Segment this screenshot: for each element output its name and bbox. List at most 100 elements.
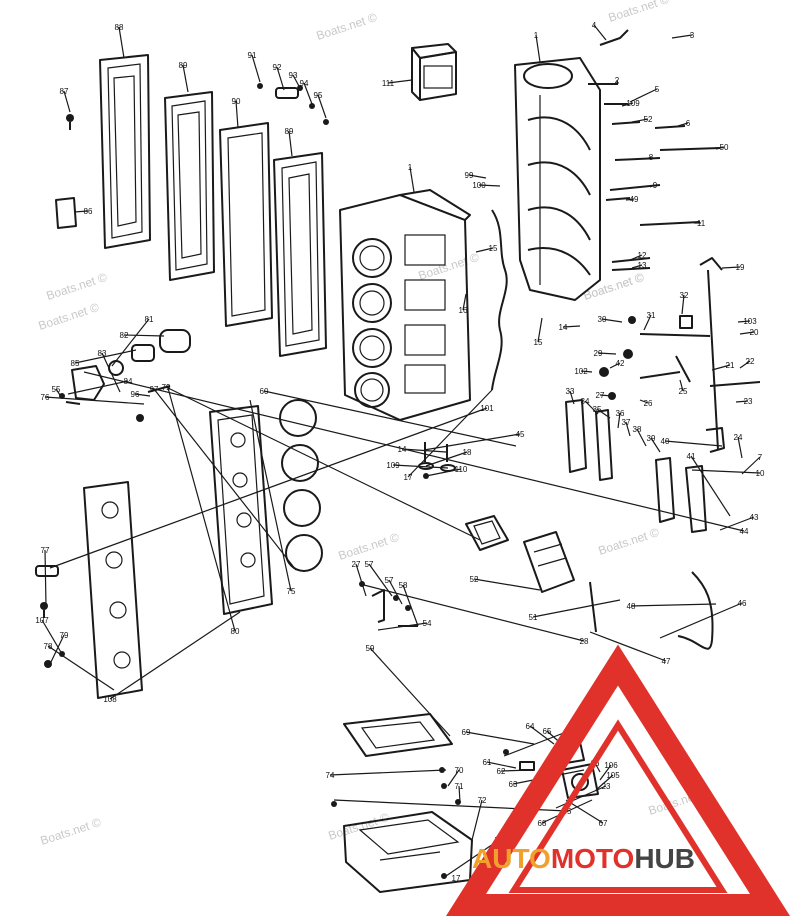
leader-line xyxy=(74,349,137,364)
leader-line xyxy=(580,370,593,373)
leader-line xyxy=(165,386,481,541)
leader-line xyxy=(462,293,467,311)
leader-line xyxy=(735,400,749,403)
leader-line xyxy=(387,79,413,84)
callout-label: 8 xyxy=(649,153,654,162)
leader-line xyxy=(401,448,447,453)
gasket-69 xyxy=(343,713,453,757)
leader-line xyxy=(109,611,241,700)
leader-line xyxy=(55,388,63,399)
leader-line xyxy=(500,769,533,772)
leader-line xyxy=(73,210,89,213)
callout-label: 9 xyxy=(653,181,658,190)
leader-line xyxy=(423,433,521,451)
leader-line xyxy=(49,407,488,569)
callout-label: 40 xyxy=(661,437,670,446)
leader-line xyxy=(630,603,717,607)
callout-label: 21 xyxy=(726,361,735,370)
leader-line xyxy=(468,174,487,179)
leader-line xyxy=(359,583,585,642)
leader-line xyxy=(63,90,71,113)
callout-label: 103 xyxy=(743,317,757,326)
leader-line xyxy=(609,362,621,369)
callout-label: 27 xyxy=(352,560,361,569)
leader-line xyxy=(645,156,652,160)
callout-label: 58 xyxy=(399,581,408,590)
gasket-88 xyxy=(99,54,151,249)
callout-label: 33 xyxy=(566,387,575,396)
callout-label: 65 xyxy=(543,727,552,736)
watermark: Boats.net © xyxy=(337,530,401,563)
callout-label: 25 xyxy=(679,387,688,396)
gasket-89-lower xyxy=(273,152,327,357)
callout-label: 2 xyxy=(615,76,620,85)
cover-plate-108 xyxy=(83,481,143,699)
leader-line xyxy=(471,799,483,841)
leader-line xyxy=(153,388,297,571)
callout-label: 111 xyxy=(382,79,395,88)
callout-label: 62 xyxy=(497,767,506,776)
watermark: Boats.net © xyxy=(607,0,671,25)
leader-line xyxy=(631,264,643,269)
wire-101 xyxy=(491,209,508,391)
watermark: Boats.net © xyxy=(597,525,661,558)
leader-line xyxy=(263,390,517,447)
callout-label: 106 xyxy=(604,761,618,770)
leader-line xyxy=(425,451,468,467)
leader-line xyxy=(475,247,494,253)
callout-label: 3 xyxy=(690,31,695,40)
callout-label: 57 xyxy=(365,560,374,569)
callout-label: 75 xyxy=(287,587,296,596)
leader-line xyxy=(329,769,447,776)
watermark: Boats.net © xyxy=(45,270,109,303)
callout-label: 64 xyxy=(526,722,535,731)
callout-label: 107 xyxy=(35,616,49,625)
screw-87 xyxy=(66,114,74,130)
leader-line xyxy=(631,118,649,123)
callout-label: 18 xyxy=(463,448,472,457)
callout-label: 96 xyxy=(131,390,140,399)
callout-label: 79 xyxy=(60,631,69,640)
leader-line xyxy=(599,764,612,781)
callout-label: 50 xyxy=(720,143,729,152)
leader-line xyxy=(664,440,723,447)
callout-label: 57 xyxy=(385,576,394,585)
callout-label: 36 xyxy=(616,409,625,418)
cylinder-block xyxy=(339,189,471,421)
leader-line xyxy=(167,387,236,632)
callout-label: 52 xyxy=(470,575,479,584)
leader-line xyxy=(649,184,656,188)
leader-line xyxy=(535,34,541,63)
callout-label: 42 xyxy=(616,359,625,368)
callout-label: 79 xyxy=(162,383,171,392)
callout-label: 51 xyxy=(529,613,538,622)
callout-label: 17 xyxy=(452,874,461,883)
leader-line xyxy=(719,516,755,531)
leader-line xyxy=(721,266,741,269)
leader-line xyxy=(741,456,761,475)
callout-label: 72 xyxy=(478,796,487,805)
leader-line xyxy=(134,393,151,397)
watermark: Boats.net © xyxy=(37,300,101,333)
callout-label: 52 xyxy=(644,115,653,124)
callout-label: 109 xyxy=(386,461,400,470)
callout-label: 90 xyxy=(232,97,241,106)
callout-label: 83 xyxy=(98,349,107,358)
callout-label: 81 xyxy=(145,315,154,324)
callout-label: 54 xyxy=(423,619,432,628)
leader-line xyxy=(599,394,613,397)
callout-label: 46 xyxy=(738,599,747,608)
callout-label: 16 xyxy=(459,306,468,315)
callout-label: 70 xyxy=(455,766,464,775)
callout-label: 15 xyxy=(489,244,498,253)
leader-line xyxy=(593,24,607,41)
leader-line xyxy=(465,731,535,745)
leader-line xyxy=(691,469,761,474)
fittings-91-95 xyxy=(257,83,329,125)
leader-line xyxy=(101,352,121,393)
reed-valve-51 xyxy=(523,531,575,593)
leader-line xyxy=(486,761,517,769)
